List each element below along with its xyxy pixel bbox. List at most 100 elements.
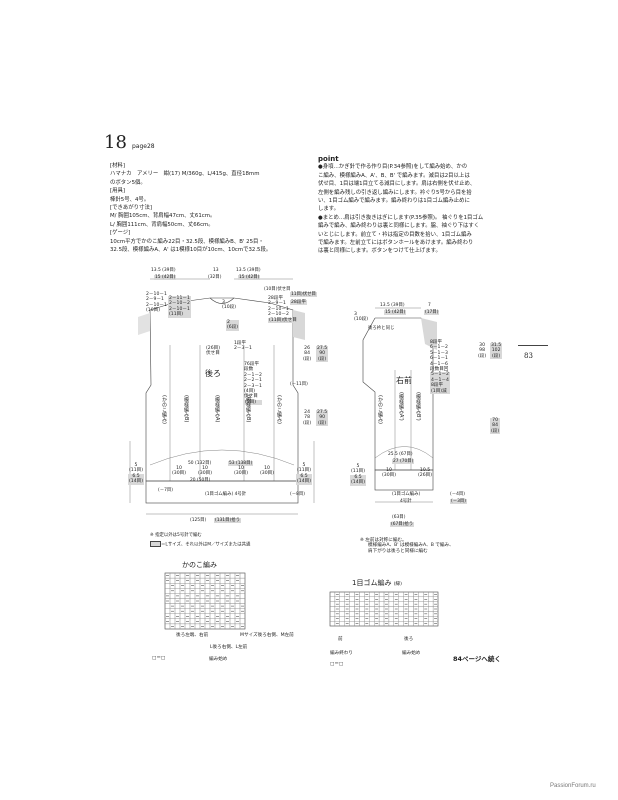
chart-cell — [214, 608, 221, 614]
chart-cell — [164, 623, 171, 630]
front-bottom-block: 10(30目) — [382, 468, 397, 479]
chart-cell — [179, 572, 186, 579]
chart-cell — [169, 593, 176, 599]
finished-line: M/ 胸囲105cm、背肩幅47cm、丈61cm。 — [110, 213, 216, 220]
front-title: 右前 — [396, 376, 412, 385]
chart-cell — [164, 588, 171, 594]
chart-cell — [214, 603, 221, 609]
materials-line: ハマナカ アメリー 紺(17) M/360g、L/415g、直径18mm — [110, 171, 260, 178]
page-reference: page28 — [132, 143, 155, 150]
chart-cell — [174, 583, 181, 589]
chart-cell — [388, 601, 394, 607]
chart-cell — [184, 603, 191, 609]
chart-cell — [204, 588, 211, 594]
rib-chart — [329, 591, 439, 627]
gauge-line: 32.5段、模様編みA、A' は1模様10目が10cm、10cmで32.5段。 — [110, 247, 272, 254]
front-side-left: 5 (11目) 6.5 (14目) — [350, 464, 367, 486]
chart-cell — [378, 601, 385, 607]
rib-label: 後ろ — [404, 637, 414, 642]
back-side-note: 3 (10段) — [222, 300, 237, 311]
chart-cell — [418, 606, 424, 612]
rib-label: 前 — [338, 637, 343, 642]
back-right-decrease: 28段平 2－9－1 2－10－1 2－10－2 (11目)伏せ目 — [268, 296, 298, 324]
rib-title: 1目ゴム編み (縁) — [352, 579, 402, 587]
back-note: ＝Lサイズ、それ以外はM／サイズまたは共通 — [150, 541, 250, 548]
chart-cell — [189, 593, 196, 599]
chart-cell — [408, 611, 414, 617]
chart-cell — [194, 608, 201, 614]
chart-cell — [359, 601, 365, 607]
front-rib-minus: (－4目) — [450, 492, 466, 497]
back-rib-minus: (－8目) — [290, 492, 306, 497]
chart-cell — [329, 606, 336, 612]
back-top-dim: 15 (42目) — [154, 275, 177, 280]
chart-cell — [174, 603, 181, 609]
chart-cell — [418, 620, 424, 627]
chart-cell — [179, 577, 186, 584]
back-top-dim: 13 — [213, 268, 219, 273]
continue-note: 84ページへ続く — [453, 655, 501, 663]
front-rib-label: (1目ゴム編み) — [392, 492, 421, 497]
back-note: ※ 指定以外は5号針で編む — [150, 533, 202, 538]
point-line: いとじにします。前立て・衿は指定の目数を拾い、1目ゴム編み — [318, 231, 472, 238]
materials-title: [材料] — [110, 163, 125, 169]
chart-cell — [339, 596, 345, 602]
chart-cell — [329, 616, 336, 622]
front-rib-section — [374, 469, 434, 491]
chart-cell — [229, 593, 236, 599]
chart-cell — [388, 616, 394, 622]
point-title: point — [318, 155, 339, 163]
chart-cell — [199, 577, 206, 584]
back-bottom-block: 10(30目) — [260, 466, 275, 477]
chart-cell — [239, 572, 246, 579]
pattern-header: 18 page28 — [104, 132, 155, 153]
chart-cell — [184, 583, 191, 589]
chart-cell — [239, 613, 246, 619]
chart-cell — [224, 603, 231, 609]
chart-cell — [349, 606, 355, 612]
chart-cell — [239, 623, 246, 630]
chart-cell — [204, 623, 211, 630]
back-side-right: 5 (11目) 6.5 (14目) — [296, 463, 313, 485]
chart-cell — [174, 608, 181, 614]
chart-cell — [408, 606, 414, 612]
front-bottom-width: 25.5 (67目) — [388, 452, 413, 457]
chart-cell — [339, 601, 345, 607]
chart-cell — [164, 583, 171, 589]
chart-cell — [339, 620, 345, 627]
back-rib-dim: 20 (50目) — [190, 478, 211, 483]
back-neck-note: (26目) 伏せ目 — [206, 346, 221, 357]
back-neckline — [209, 297, 235, 304]
gauge-title: [ゲージ] — [110, 230, 131, 237]
front-top-dim: 7 — [428, 303, 431, 308]
chart-cell — [164, 603, 171, 609]
chart-cell — [408, 601, 414, 607]
chart-cell — [234, 623, 241, 630]
back-schematic — [129, 278, 315, 515]
chart-cell — [209, 618, 216, 625]
chart-cell — [204, 583, 211, 589]
chart-cell — [388, 611, 394, 617]
back-rib-label: (1目ゴム編み) 4号針 — [205, 492, 247, 497]
chart-cell — [428, 611, 434, 617]
chart-cell — [169, 572, 176, 579]
chart-cell — [369, 596, 375, 602]
chart-cell — [219, 598, 226, 604]
chart-cell — [369, 591, 375, 598]
front-rib-minus-l: (－3目) — [450, 499, 468, 504]
chart-cell — [239, 598, 246, 604]
point-line: 伏せ目、1目は端1目立てる減目にします。肩は右側を伏せ止め、 — [318, 181, 476, 188]
kanoko-label: 後ろ左端、右前 — [176, 633, 209, 638]
chart-cell — [349, 591, 355, 598]
point-section: point ●身頃…かぎ針で作る作り目(P.34参照)をして編み始め、かの こ編… — [318, 155, 523, 256]
chart-cell — [428, 620, 434, 627]
chart-cell — [408, 620, 414, 627]
chart-cell — [174, 623, 181, 630]
chart-cell — [204, 608, 211, 614]
chart-cell — [349, 611, 355, 617]
chart-cell — [199, 598, 206, 604]
chart-cell — [428, 616, 434, 622]
chart-cell — [398, 620, 404, 627]
back-rib-section — [145, 480, 299, 504]
